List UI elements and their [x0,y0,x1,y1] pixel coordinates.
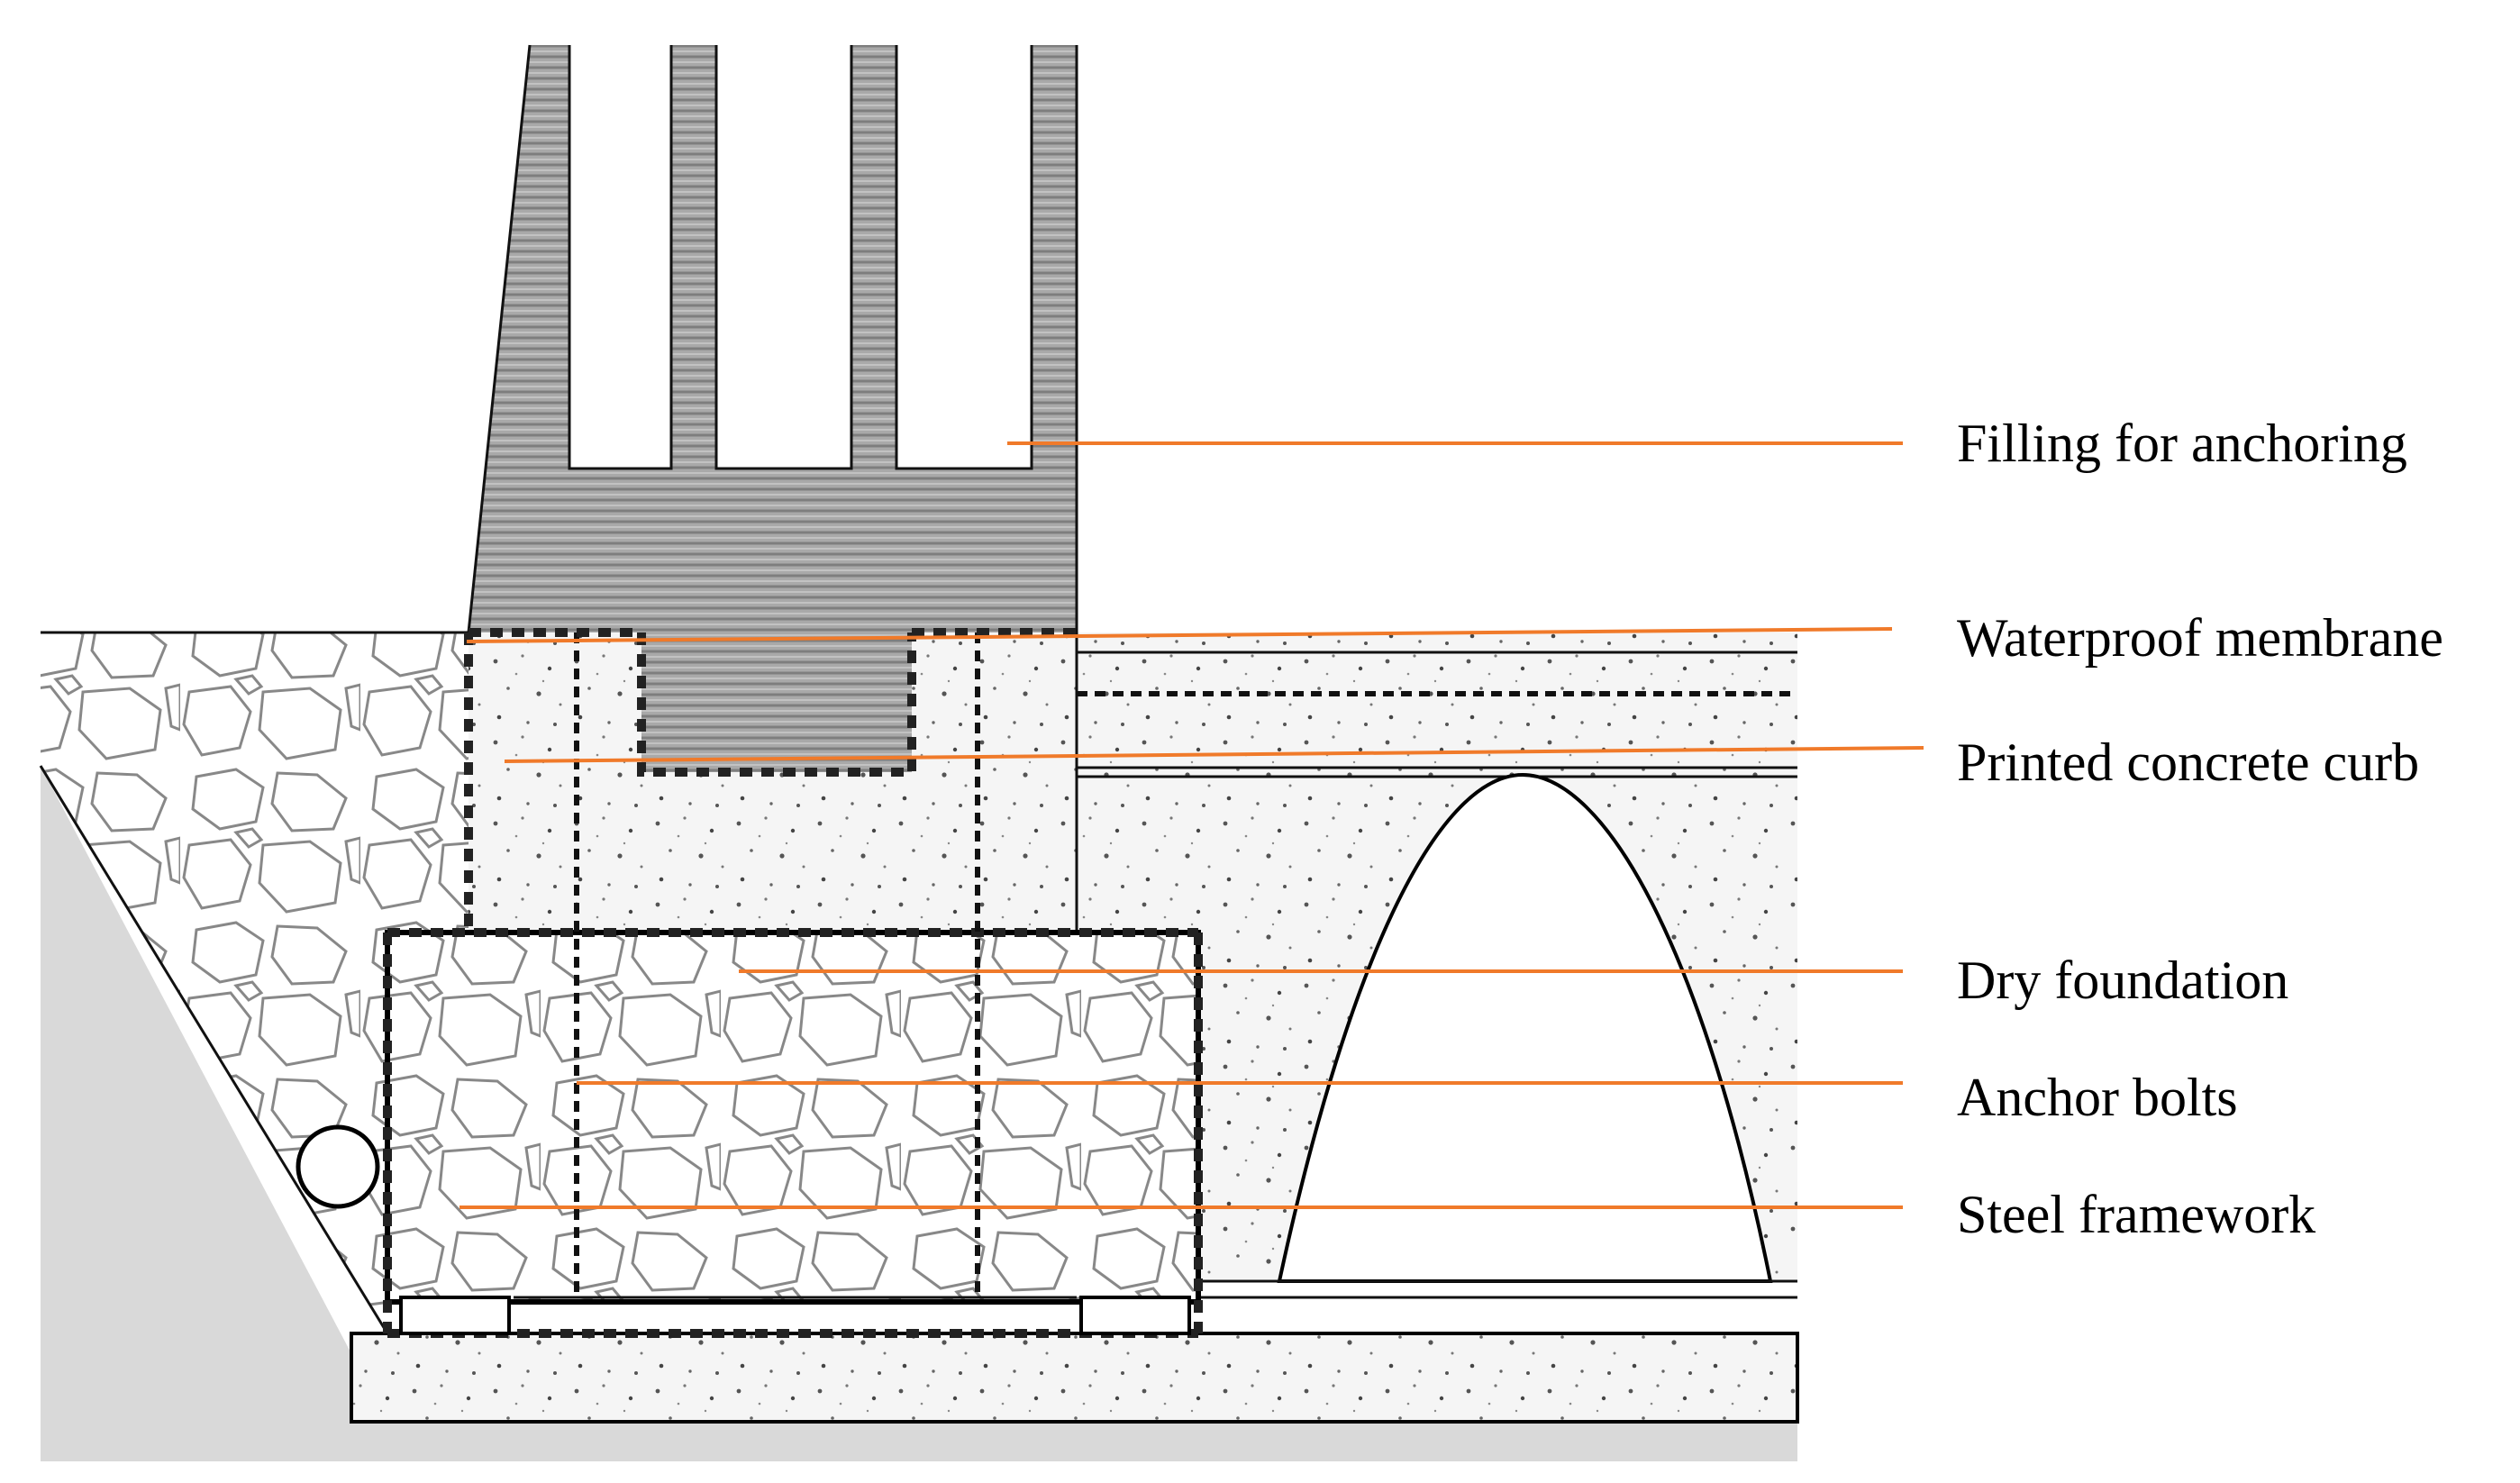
steel-framework [383,933,1203,1333]
leader-lines [459,441,1924,1209]
anchor-bolts [574,632,980,1297]
drain-pipe [296,1124,380,1209]
label-anchor-bolts: Anchor bolts [1957,1068,2238,1127]
dry-foundation [385,928,1201,1338]
label-dry-foundation: Dry foundation [1957,951,2288,1010]
post-and-filling [467,44,1078,777]
label-printed-concrete-curb: Printed concrete curb [1957,732,2419,792]
base-slab [350,1279,1799,1424]
leader-membrane [466,627,1893,643]
label-filling-for-anchoring: Filling for anchoring [1957,414,2407,473]
ground-wedge [41,632,1797,1461]
labels: Filling for anchoring Waterproof membran… [1957,414,2443,1244]
label-waterproof-membrane: Waterproof membrane [1957,608,2443,668]
arch-vault [1277,772,1773,1283]
concrete-curb [464,632,1078,933]
label-steel-framework: Steel framework [1957,1185,2315,1244]
leader-curb [504,746,1924,763]
